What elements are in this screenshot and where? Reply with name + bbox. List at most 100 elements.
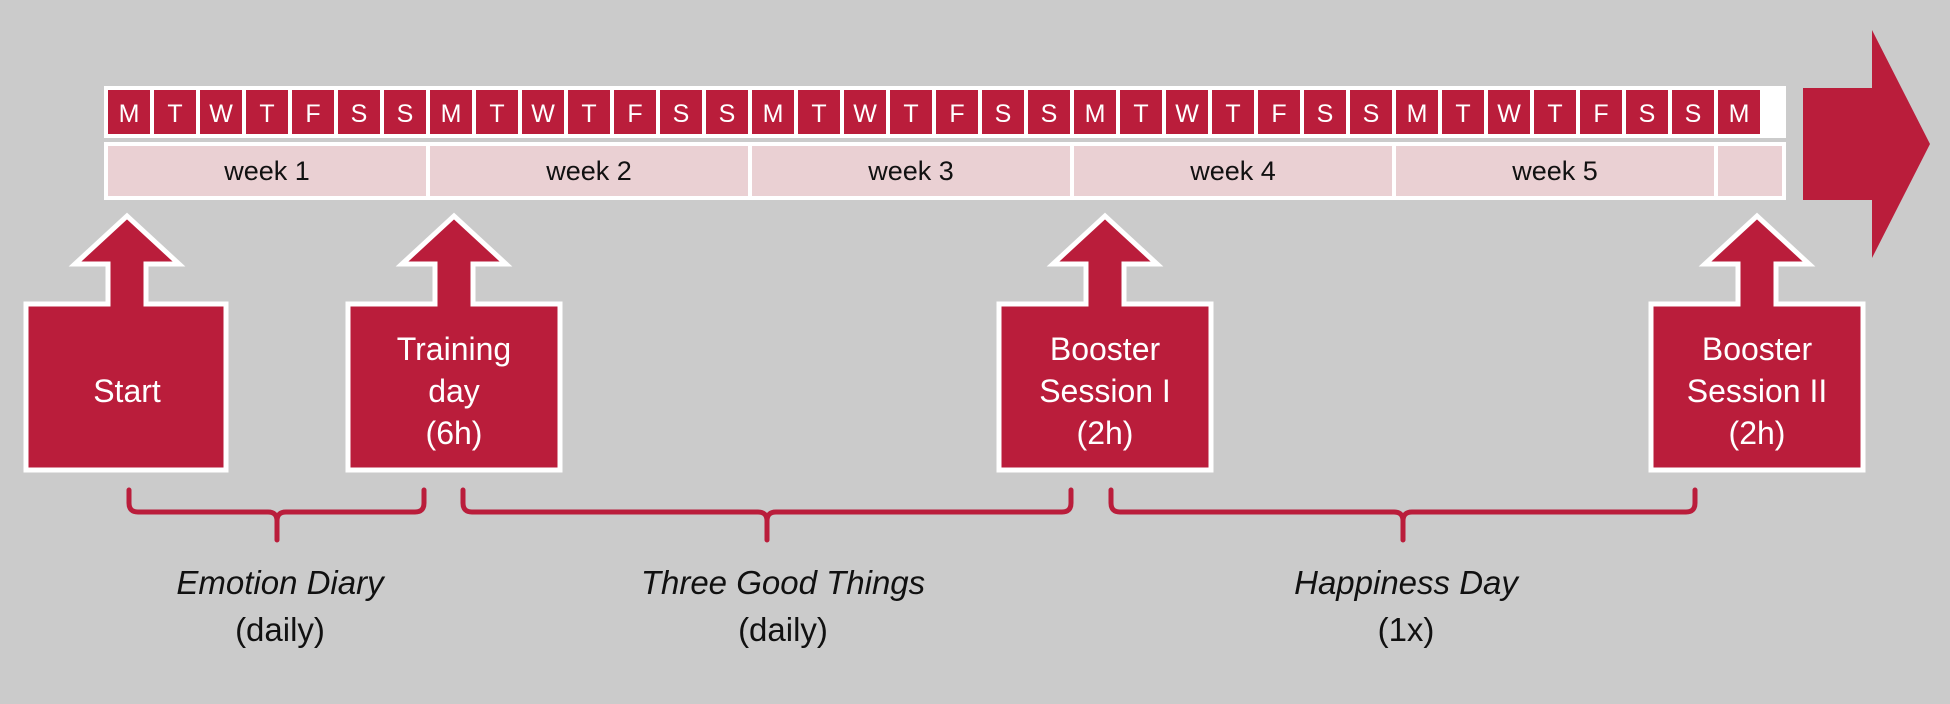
day-cell [890, 90, 932, 134]
day-label: T [581, 100, 596, 128]
day-label: F [1271, 100, 1286, 128]
week-label: week 1 [223, 156, 310, 186]
day-label: W [531, 100, 555, 128]
milestone-start: Start [23, 212, 229, 473]
day-label: S [719, 100, 736, 128]
phase-title: Three Good Things [641, 564, 925, 601]
day-cell [338, 90, 380, 134]
day-label: M [441, 100, 462, 128]
week-cell [108, 146, 426, 196]
day-label: M [1407, 100, 1428, 128]
day-cell [430, 90, 472, 134]
milestone-shape [345, 212, 563, 473]
week-cell [1718, 146, 1782, 196]
day-label: T [259, 100, 274, 128]
day-cell [1672, 90, 1714, 134]
day-cell [522, 90, 564, 134]
week-cell [1074, 146, 1392, 196]
milestone-label: (2h) [1729, 415, 1786, 451]
day-cell [844, 90, 886, 134]
timeline-arrow [1803, 30, 1930, 258]
phase-happiness-day: Happiness Day (1x) [1108, 487, 1698, 648]
day-cell [1442, 90, 1484, 134]
phase-title: Happiness Day [1294, 564, 1520, 601]
day-label: S [1363, 100, 1380, 128]
day-cell [798, 90, 840, 134]
phase-bracket [126, 487, 427, 543]
milestone-label: Session I [1039, 373, 1171, 409]
week-cell [752, 146, 1070, 196]
milestone-label: day [428, 373, 480, 409]
day-cell [1258, 90, 1300, 134]
day-label: S [351, 100, 368, 128]
day-cell [1488, 90, 1530, 134]
milestone-shape [996, 212, 1214, 473]
day-label: F [627, 100, 642, 128]
day-label: S [1041, 100, 1058, 128]
day-label: T [1225, 100, 1240, 128]
milestone-label: (2h) [1077, 415, 1134, 451]
day-cell [200, 90, 242, 134]
milestone-label: (6h) [426, 415, 483, 451]
phase-frequency: (1x) [1378, 611, 1435, 648]
day-cell [706, 90, 748, 134]
day-cell [1396, 90, 1438, 134]
week-label: week 4 [1189, 156, 1276, 186]
week-label: week 3 [867, 156, 954, 186]
phase-title: Emotion Diary [176, 564, 386, 601]
day-label: F [949, 100, 964, 128]
day-cell [1350, 90, 1392, 134]
day-label: M [1729, 100, 1750, 128]
phase-bracket [1108, 487, 1698, 543]
day-label: T [1547, 100, 1562, 128]
day-label: S [995, 100, 1012, 128]
day-label: F [1593, 100, 1608, 128]
day-cell [246, 90, 288, 134]
day-cell [1718, 90, 1760, 134]
phase-three-good-things: Three Good Things (daily) [460, 487, 1074, 648]
milestone-label: Booster [1050, 331, 1161, 367]
day-label: W [209, 100, 233, 128]
day-label: S [1317, 100, 1334, 128]
timeline-arrow-head [1803, 30, 1930, 258]
day-label: S [1639, 100, 1656, 128]
day-cell [1534, 90, 1576, 134]
day-cell [1166, 90, 1208, 134]
week-cell [430, 146, 748, 196]
day-cell [1580, 90, 1622, 134]
day-label: T [489, 100, 504, 128]
week-cell [1396, 146, 1714, 196]
phase-frequency: (daily) [738, 611, 828, 648]
day-cell [1028, 90, 1070, 134]
day-label: T [811, 100, 826, 128]
day-label: T [167, 100, 182, 128]
day-cell [1304, 90, 1346, 134]
day-label: T [1133, 100, 1148, 128]
day-label: S [673, 100, 690, 128]
phases: Emotion Diary (daily) Three Good Things (da… [126, 487, 1698, 648]
week-row: week 1 week 2 week 3 week 4 week 5 [104, 142, 1786, 200]
day-label: M [763, 100, 784, 128]
day-label: S [397, 100, 414, 128]
day-cell [1074, 90, 1116, 134]
day-label: S [1685, 100, 1702, 128]
day-label: T [1455, 100, 1470, 128]
day-cell [154, 90, 196, 134]
day-label: M [119, 100, 140, 128]
week-label: week 5 [1511, 156, 1598, 186]
milestone-label: Session II [1687, 373, 1828, 409]
phase-frequency: (daily) [235, 611, 325, 648]
day-label: W [853, 100, 877, 128]
day-cell [568, 90, 610, 134]
day-label: M [1085, 100, 1106, 128]
day-cell [1120, 90, 1162, 134]
week-label: week 2 [545, 156, 632, 186]
day-label: W [1497, 100, 1521, 128]
